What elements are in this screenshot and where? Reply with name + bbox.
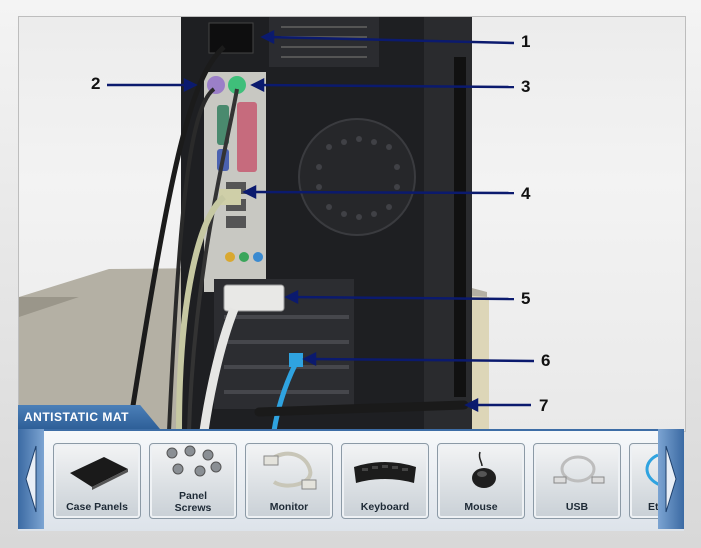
chevron-left-icon — [24, 444, 38, 514]
psu-fan-area — [269, 17, 379, 67]
callout-number-2: 2 — [91, 74, 100, 94]
scroll-left-button[interactable] — [18, 429, 44, 529]
tray-item-monitor[interactable]: Monitor — [245, 443, 333, 519]
tray-item-label: Keyboard — [342, 501, 428, 513]
tray-item-label-line: Panel — [150, 490, 236, 502]
callout-number-7: 7 — [539, 396, 548, 416]
tower-edge — [454, 57, 466, 397]
tray-item-label: Case Panels — [54, 501, 140, 513]
scroll-right-button[interactable] — [658, 429, 684, 529]
tray-item-label: Monitor — [246, 501, 332, 513]
usb-cable-icon — [534, 448, 620, 494]
tray-item-label: USB — [534, 501, 620, 513]
antistatic-mat-tab[interactable]: ANTISTATIC MAT — [18, 405, 160, 429]
callout-line-4 — [249, 192, 514, 193]
tray-item-label: Mouse — [438, 501, 524, 513]
tray-item-mouse[interactable]: Mouse — [437, 443, 525, 519]
chevron-right-icon — [664, 444, 678, 514]
computer-rear-scene — [19, 17, 685, 431]
callout-number-4: 4 — [521, 184, 530, 204]
ethernet-plug — [289, 353, 303, 367]
scene-viewport: 1 2 3 4 5 6 7 — [18, 16, 686, 432]
tray-item-usb[interactable]: USB — [533, 443, 621, 519]
parallel-port — [237, 102, 257, 172]
usb-port — [226, 216, 246, 228]
tray-item-label: Panel Screws — [150, 490, 236, 514]
audio-jack — [239, 252, 249, 262]
monitor-cable-icon — [246, 448, 332, 494]
callout-number-6: 6 — [541, 351, 550, 371]
callout-number-1: 1 — [521, 32, 530, 52]
callout-number-3: 3 — [521, 77, 530, 97]
callout-number-5: 5 — [521, 289, 530, 309]
mouse-icon — [438, 448, 524, 494]
case-panel-icon — [54, 448, 140, 494]
tray-item-case-panels[interactable]: Case Panels — [53, 443, 141, 519]
vga-plug — [224, 285, 284, 311]
power-socket — [209, 23, 253, 53]
tray-item-label-line: Screws — [150, 502, 236, 514]
tray-item-panel-screws[interactable]: Panel Screws — [149, 443, 237, 519]
audio-jack — [253, 252, 263, 262]
audio-jack — [225, 252, 235, 262]
screws-icon — [150, 444, 236, 480]
keyboard-icon — [342, 448, 428, 494]
tray-item-keyboard[interactable]: Keyboard — [341, 443, 429, 519]
